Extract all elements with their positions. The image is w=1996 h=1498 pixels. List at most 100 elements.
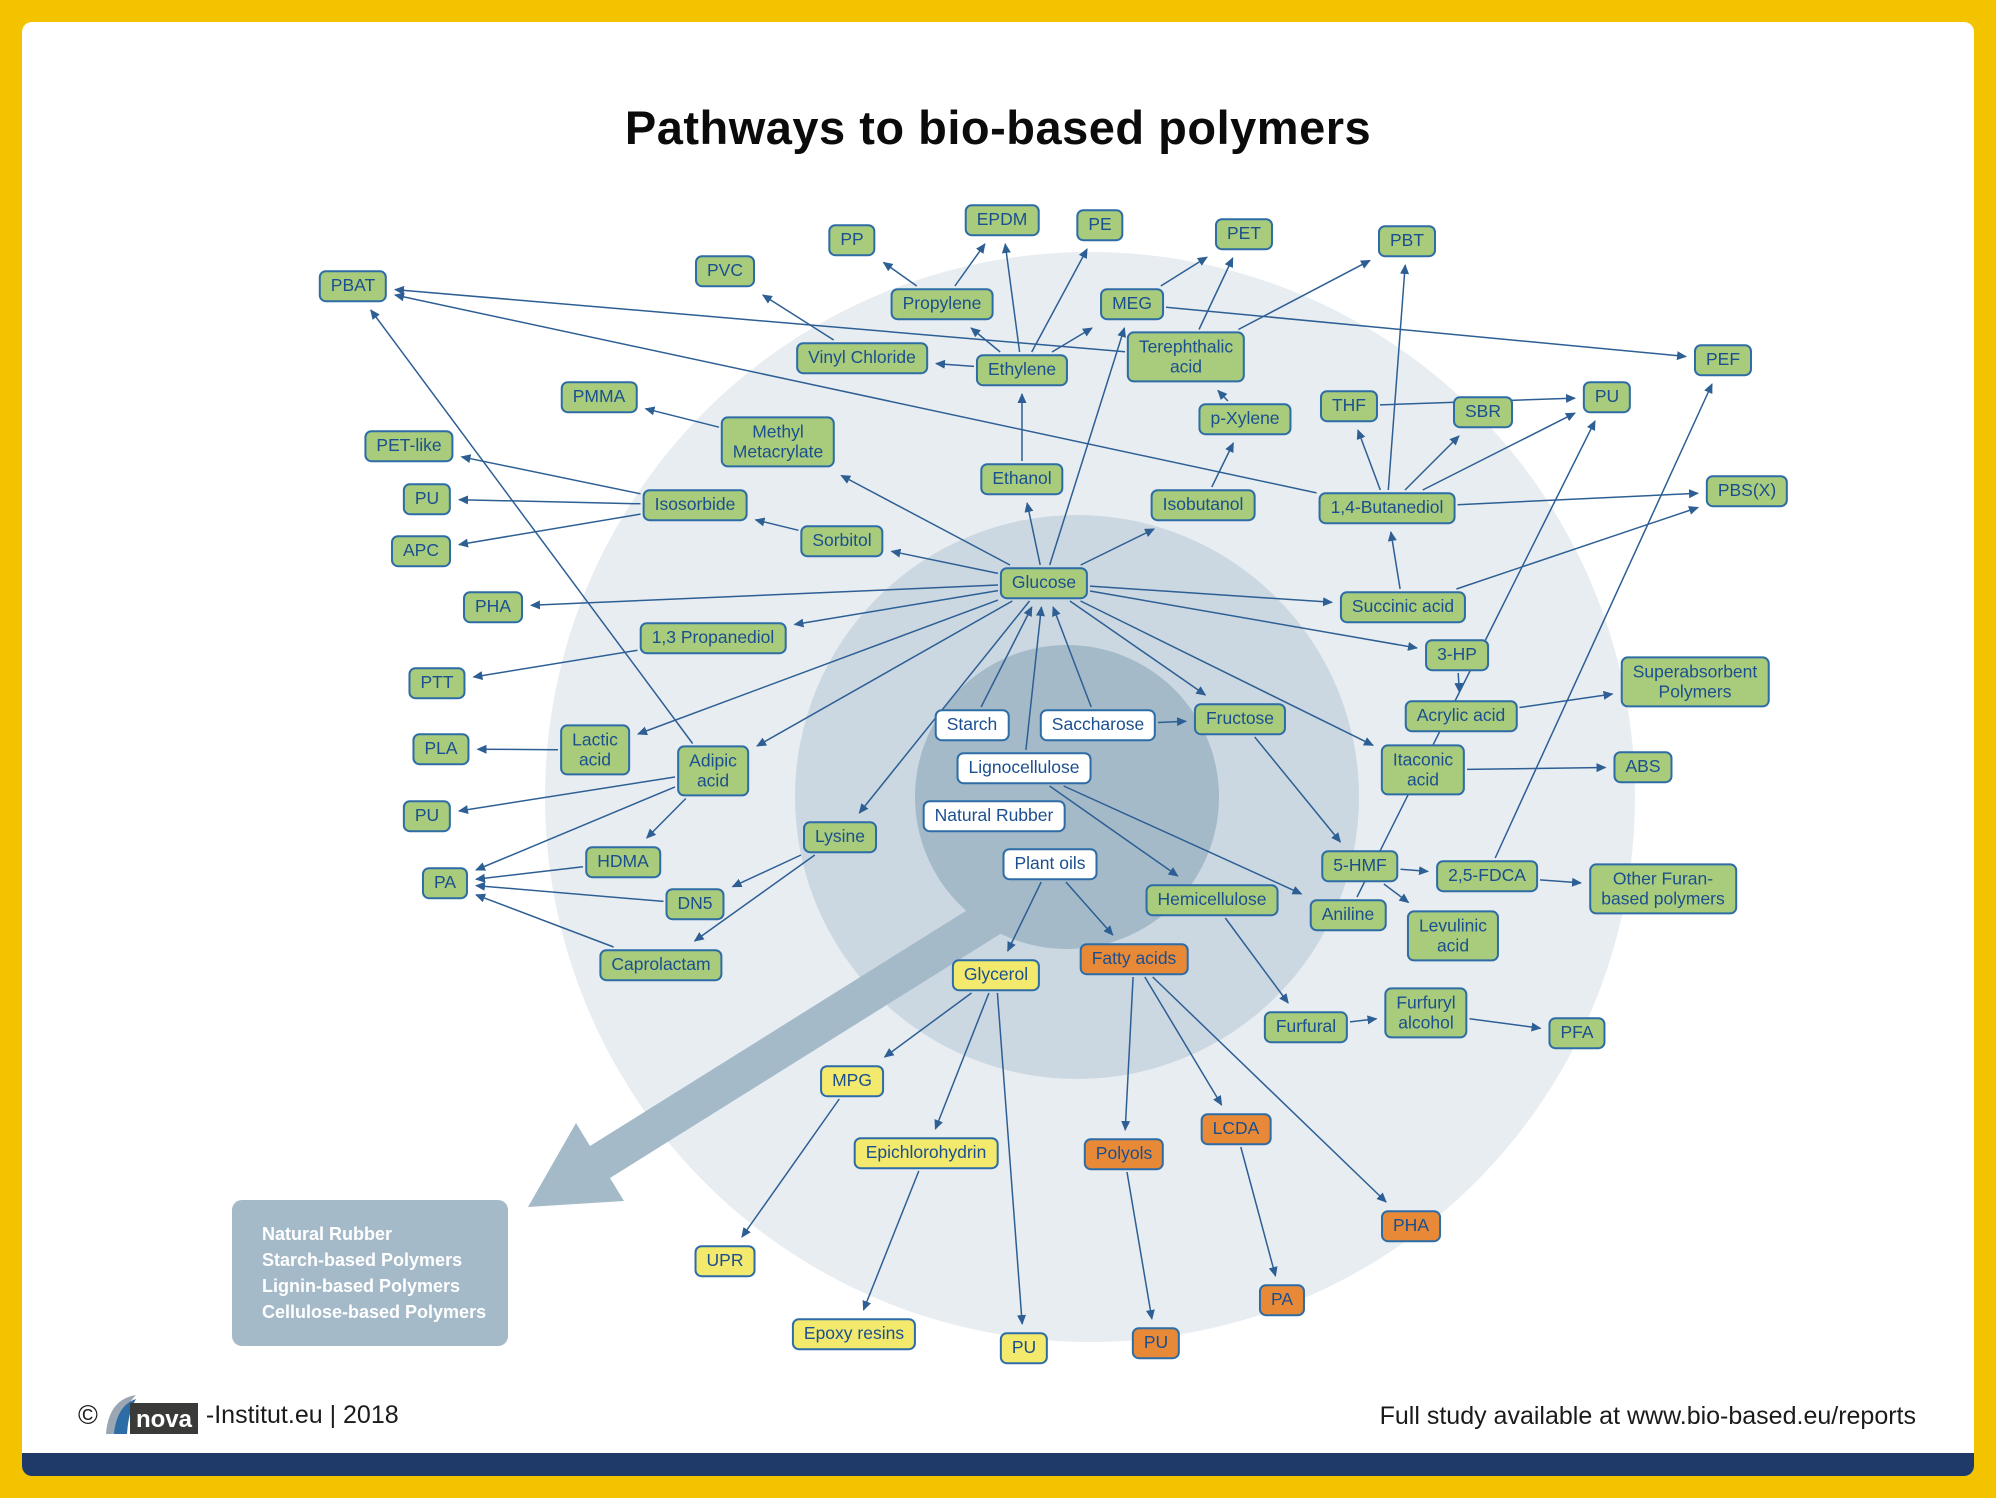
edge-acrylic-sap <box>1519 690 1614 709</box>
node-natural_rubber: Natural Rubber <box>922 800 1066 832</box>
edge-fatty_acids-lcda <box>1144 976 1223 1106</box>
legend-item-cellulose: Cellulose-based Polymers <box>262 1301 487 1322</box>
edge-ethylene-meg <box>1051 327 1093 353</box>
node-pa_left: PA <box>421 867 469 899</box>
legend-item-starch: Starch-based Polymers <box>262 1249 463 1270</box>
edge-tpa-pbt <box>1238 259 1371 331</box>
node-ethylene: Ethylene <box>975 354 1069 386</box>
node-vinyl_chloride: Vinyl Chloride <box>796 342 928 374</box>
node-pu_top_right: PU <box>1582 381 1632 413</box>
edge-lignocellulose-glucose <box>1025 606 1045 751</box>
node-starch: Starch <box>934 709 1010 741</box>
node-fructose: Fructose <box>1193 703 1287 735</box>
node-pef: PEF <box>1693 344 1753 376</box>
node-pbt: PBT <box>1377 225 1437 257</box>
edge-ethylene-pe <box>1031 248 1088 353</box>
node-furan_polymers: Other Furan- based polymers <box>1589 863 1737 915</box>
node-pbsx: PBS(X) <box>1705 475 1789 507</box>
node-acrylic: Acrylic acid <box>1404 700 1518 732</box>
footer-copyright: © nova -Institut.eu | 2018 <box>78 1394 399 1436</box>
edge-dn5-pa_left <box>475 881 664 903</box>
edge-starch-glucose <box>980 606 1033 708</box>
bottom-bar <box>22 1453 1974 1476</box>
edge-glucose-ethanol <box>1024 502 1041 566</box>
feedstock-legend: Natural Rubber Starch-based Polymers Lig… <box>232 1200 508 1346</box>
edge-succinic-bdo <box>1387 531 1401 590</box>
edge-vinyl_chloride-pvc <box>761 294 835 341</box>
node-itaconic: Itaconic acid <box>1380 744 1466 796</box>
node-epdm: EPDM <box>964 204 1040 236</box>
edge-adipic-pu_left_mid <box>458 776 676 815</box>
node-mma: Methyl Metacrylate <box>720 416 836 468</box>
node-mpg: MPG <box>820 1065 884 1097</box>
node-saccharose: Saccharose <box>1039 709 1157 741</box>
edge-plant_oils-fatty_acids <box>1065 881 1114 936</box>
edge-bdo-sbr <box>1404 435 1460 491</box>
edge-epichlorohydrin-epoxy <box>862 1170 920 1311</box>
edge-polyols-pu_orange <box>1126 1171 1155 1320</box>
edge-hdma-pa_left <box>475 865 584 883</box>
node-pmma: PMMA <box>560 381 638 413</box>
edge-adipic-hdma <box>645 797 687 839</box>
edge-pdo-ptt <box>472 649 638 680</box>
edge-hemicellulose-furfural <box>1224 917 1289 1004</box>
edge-glucose-lysine <box>858 600 1031 814</box>
node-hmf: 5-HMF <box>1321 850 1399 882</box>
node-levulinic: Levulinic acid <box>1406 910 1500 962</box>
edge-lysine-caprolactam <box>693 854 816 942</box>
node-lignocellulose: Lignocellulose <box>956 752 1092 784</box>
node-pu_orange: PU <box>1131 1327 1181 1359</box>
edge-furfural-furfuryl <box>1349 1015 1378 1025</box>
node-bdo: 1,4-Butanediol <box>1318 492 1456 524</box>
node-abs: ABS <box>1613 751 1673 783</box>
edge-isosorbide-pet_like <box>460 454 641 495</box>
node-sorbitol: Sorbitol <box>800 525 884 557</box>
edge-glycerol-pu_yellow <box>996 992 1027 1325</box>
edge-glycerol-mpg <box>883 992 972 1058</box>
node-thf: THF <box>1319 390 1379 422</box>
node-pu_yellow: PU <box>999 1332 1049 1364</box>
edge-fdca-pef <box>1494 383 1713 859</box>
edge-glucose-adipic <box>756 600 1013 747</box>
node-furfuryl: Furfuryl alcohol <box>1384 987 1468 1039</box>
node-caprolactam: Caprolactam <box>599 949 723 981</box>
edge-fatty_acids-polyols <box>1121 976 1134 1131</box>
edge-glucose-pha_left <box>530 584 999 610</box>
edge-glucose-pdo <box>793 589 999 628</box>
edge-hp3-acrylic <box>1454 672 1464 693</box>
node-plant_oils: Plant oils <box>1002 848 1098 880</box>
node-pfa: PFA <box>1548 1017 1606 1049</box>
edge-bdo-pbt <box>1387 264 1410 491</box>
legend-item-natural-rubber: Natural Rubber <box>262 1223 393 1244</box>
edge-lysine-dn5 <box>731 854 802 888</box>
edge-lactic-pla <box>476 744 559 754</box>
node-fdca: 2,5-FDCA <box>1436 860 1538 892</box>
edge-bdo-pu_top_right <box>1422 412 1576 491</box>
edge-caprolactam-pa_left <box>475 893 614 948</box>
node-hp3: 3-HP <box>1425 639 1489 671</box>
node-pp: PP <box>828 224 876 256</box>
edge-ethylene-vinyl_chloride <box>935 359 975 369</box>
edge-lignocellulose-aniline <box>1063 785 1303 895</box>
node-propylene: Propylene <box>890 288 994 320</box>
edge-fdca-furan_polymers <box>1539 877 1582 887</box>
edge-bdo-pbsx <box>1457 489 1699 506</box>
node-lcda: LCDA <box>1200 1113 1272 1145</box>
footer-right-text: Full study available at www.bio-based.eu… <box>1379 1402 1916 1430</box>
node-isosorbide: Isosorbide <box>642 489 748 521</box>
edge-tpa-pet <box>1198 257 1234 330</box>
edge-glucose-meg <box>1048 327 1126 566</box>
edge-isobutanol-p_xylene <box>1211 442 1234 488</box>
edge-glucose-fructose <box>1069 600 1207 696</box>
node-fatty_acids: Fatty acids <box>1079 943 1189 975</box>
node-sbr: SBR <box>1453 396 1513 428</box>
edge-hmf-fdca <box>1400 866 1429 876</box>
node-pha_orange: PHA <box>1381 1210 1441 1242</box>
edge-saccharose-glucose <box>1052 606 1092 708</box>
node-pet_like: PET-like <box>364 430 454 462</box>
node-epichlorohydrin: Epichlorohydrin <box>853 1137 999 1169</box>
edge-adipic-pa_left <box>475 786 676 871</box>
node-isobutanol: Isobutanol <box>1150 489 1256 521</box>
